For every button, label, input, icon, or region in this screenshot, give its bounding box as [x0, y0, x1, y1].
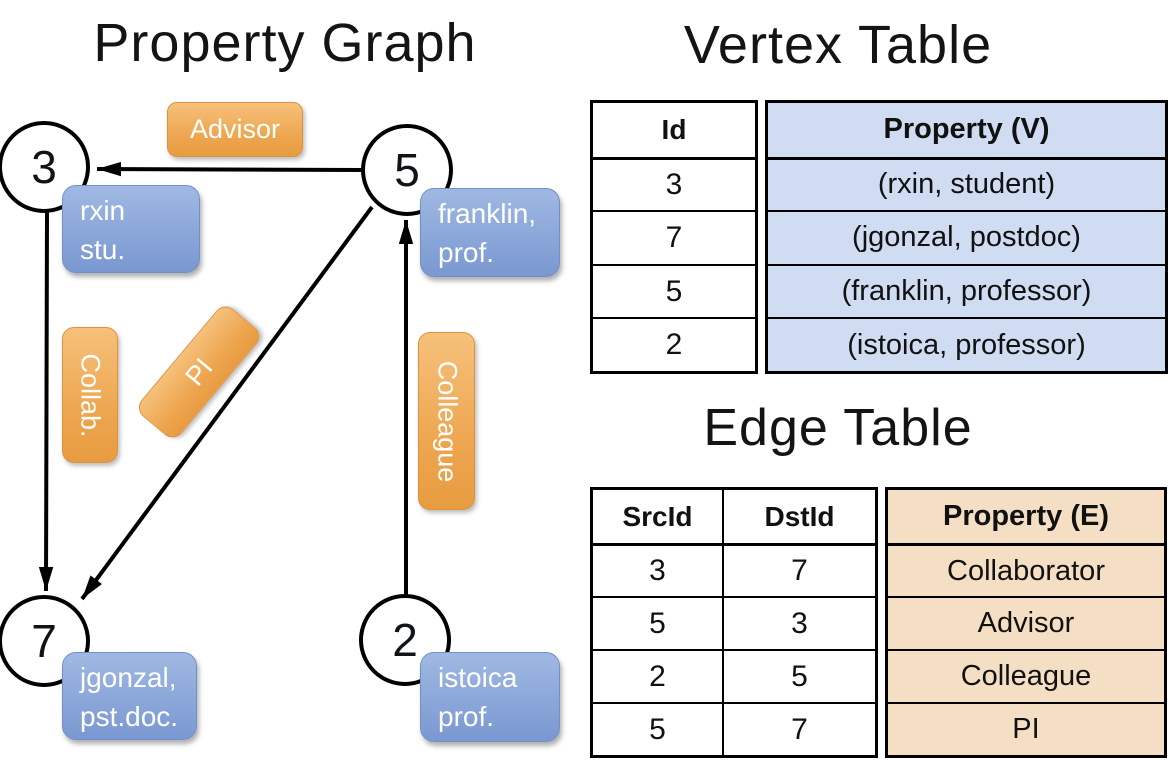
- edge-label-collab: Collab.: [62, 327, 118, 463]
- edge-table-property-column: Property (E) Collaborator Advisor Collea…: [885, 487, 1167, 758]
- property-line: prof.: [438, 237, 495, 268]
- edge-label-text: PI: [178, 352, 219, 392]
- property-line: rxin: [80, 195, 126, 226]
- vertex-id-cell: 7: [593, 210, 755, 264]
- node-id-label: 5: [394, 144, 420, 196]
- vertex-property-cell: (jgonzal, postdoc): [768, 210, 1165, 264]
- column-header-property-e: Property (E): [888, 490, 1164, 543]
- edge-property-cell: Advisor: [888, 596, 1164, 649]
- node-property-box-istoica: istoica prof.: [420, 652, 560, 742]
- edge-srcid-cell: 5: [593, 702, 722, 755]
- node-property-box-jgonzal: jgonzal, pst.doc.: [62, 652, 197, 740]
- property-line: pst.doc.: [80, 701, 179, 732]
- edge-label-text: Collab.: [75, 352, 106, 438]
- edge-srcid-cell: 5: [593, 596, 722, 649]
- edge-table-title: Edge Table: [703, 399, 973, 457]
- edge-dstid-cell: 7: [722, 543, 875, 596]
- property-graph-title: Property Graph: [93, 13, 477, 73]
- edge-pi-5-to-7: [80, 205, 374, 601]
- edge-label-colleague: Colleague: [418, 332, 475, 510]
- property-line: prof.: [438, 701, 495, 732]
- edge-property-cell: Colleague: [888, 649, 1164, 702]
- vertex-id-cell: 5: [593, 263, 755, 318]
- vertex-property-cell: (rxin, student): [768, 156, 1165, 211]
- edge-dstid-cell: 5: [722, 649, 875, 702]
- edge-label-text: Advisor: [189, 114, 281, 144]
- column-header-id: Id: [661, 113, 687, 145]
- column-header-dstid: DstId: [722, 490, 875, 543]
- edge-advisor-5-to-3: [96, 161, 363, 177]
- vertex-id-cell: 2: [593, 317, 755, 371]
- node-property-box-franklin: franklin, prof.: [420, 188, 560, 277]
- property-line: franklin,: [438, 198, 537, 229]
- vertex-property-cell: (franklin, professor): [768, 263, 1165, 318]
- node-id-label: 3: [31, 141, 57, 193]
- column-header-srcid: SrcId: [622, 500, 693, 532]
- edge-table-id-columns: SrcId DstId 3 7 5 3 2 5 5 7: [590, 487, 878, 758]
- edge-dstid-cell: 7: [722, 702, 875, 755]
- edge-srcid-cell: 2: [593, 649, 722, 702]
- edge-label-text: Colleague: [432, 360, 462, 482]
- property-line: stu.: [80, 234, 126, 265]
- property-line: istoica: [438, 662, 518, 693]
- vertex-table-id-column: Id 3 7 5 2: [590, 100, 758, 374]
- vertex-table-title: Vertex Table: [683, 15, 993, 75]
- edge-collab-3-to-7: [38, 211, 54, 592]
- edge-srcid-cell: 3: [593, 543, 722, 596]
- property-line: jgonzal,: [80, 662, 177, 693]
- vertex-id-cell: 3: [593, 156, 755, 211]
- column-header-property-v: Property (V): [768, 103, 1165, 157]
- edge-dstid-cell: 3: [722, 596, 875, 649]
- vertex-node-3: 3: [0, 121, 90, 213]
- vertex-table-property-column: Property (V) (rxin, student) (jgonzal, p…: [765, 100, 1168, 374]
- edge-property-cell: PI: [888, 702, 1164, 755]
- node-id-label: 7: [31, 615, 57, 667]
- vertex-property-cell: (istoica, professor): [768, 317, 1165, 371]
- node-property-box-rxin: rxin stu.: [62, 185, 200, 273]
- edge-label-advisor: Advisor: [167, 102, 303, 157]
- node-id-label: 2: [392, 614, 418, 666]
- edge-property-cell: Collaborator: [888, 543, 1164, 596]
